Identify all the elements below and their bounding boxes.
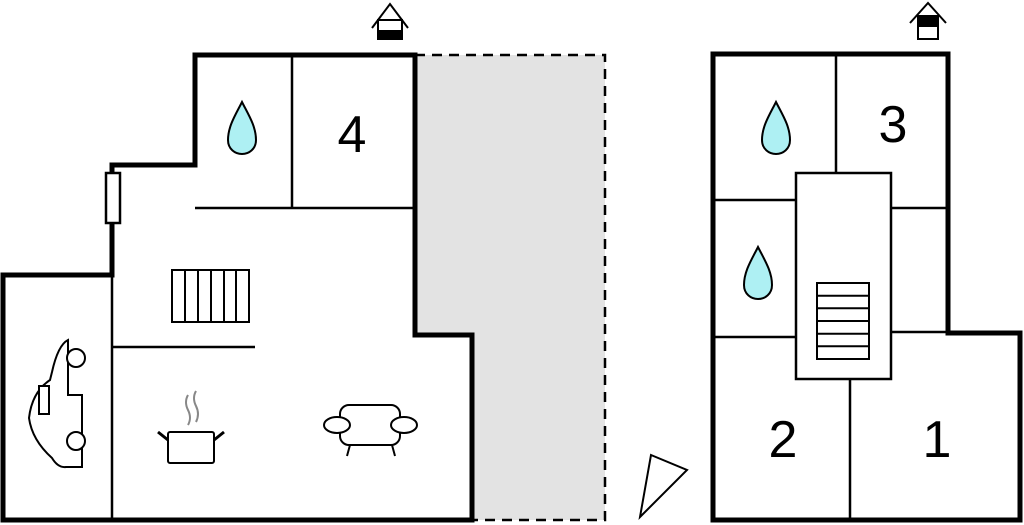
north-arrow-icon	[638, 453, 689, 520]
room-label-1: 1	[923, 411, 952, 469]
staircase-icon	[171, 269, 250, 323]
staircase-icon	[816, 282, 870, 360]
kitchen-pot-icon	[157, 390, 225, 464]
room-label-3: 3	[879, 96, 908, 154]
inner-walls	[110, 55, 415, 520]
room-label-4: 4	[338, 106, 367, 164]
upper-floor-plan: 3 2 1	[710, 1, 1023, 523]
room-label-2: 2	[769, 411, 798, 469]
ground-floor-plan: 4	[0, 2, 607, 523]
living-sofa-icon	[323, 404, 418, 457]
entrance-icon	[909, 1, 947, 40]
entrance-icon	[371, 2, 409, 40]
window-icon	[104, 171, 122, 225]
terrace-outline	[415, 53, 607, 522]
garage-car-icon	[27, 338, 86, 469]
